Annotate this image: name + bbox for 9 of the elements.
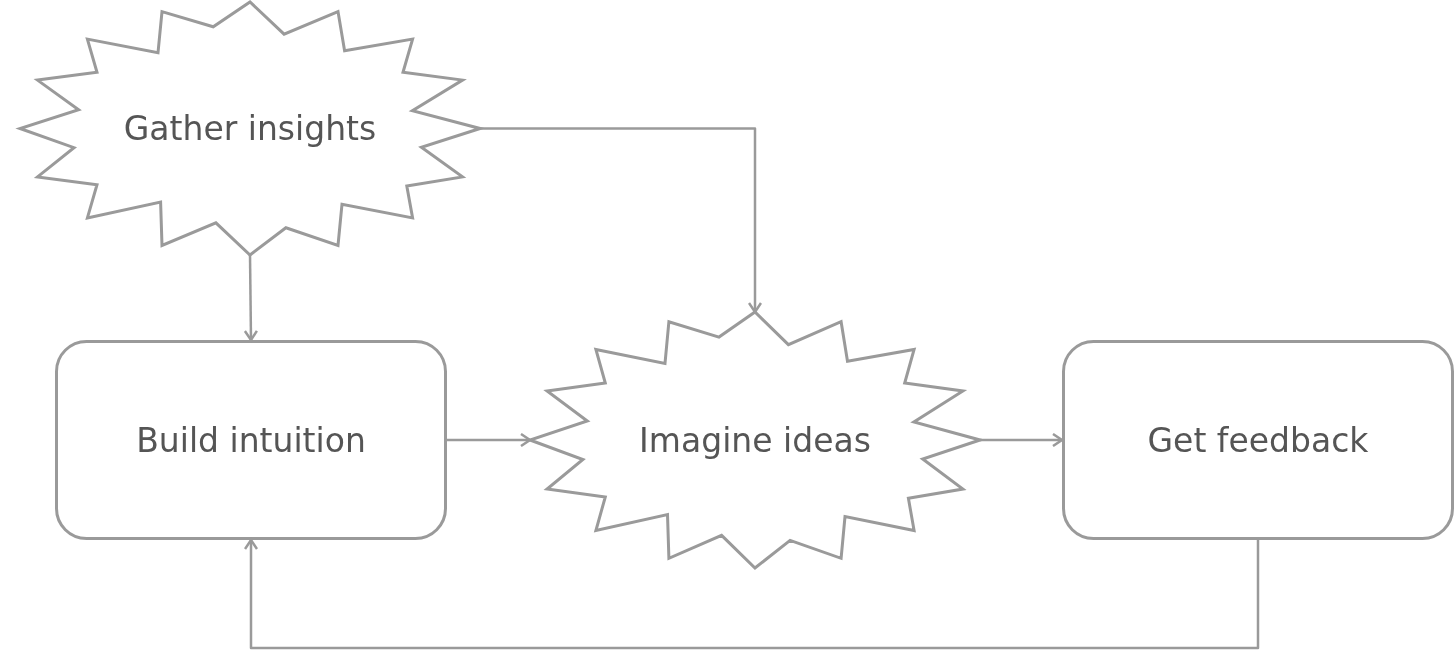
- arrow: [243, 255, 259, 342]
- node-label: Build intuition: [136, 420, 366, 460]
- node-label: Gather insights: [123, 109, 377, 148]
- node-label: Imagine ideas: [639, 420, 871, 460]
- arrow: [447, 432, 532, 448]
- arrow: [480, 127, 763, 314]
- node-label: Get feedback: [1147, 420, 1369, 460]
- arrow: [980, 432, 1064, 448]
- arrow: [243, 538, 1260, 650]
